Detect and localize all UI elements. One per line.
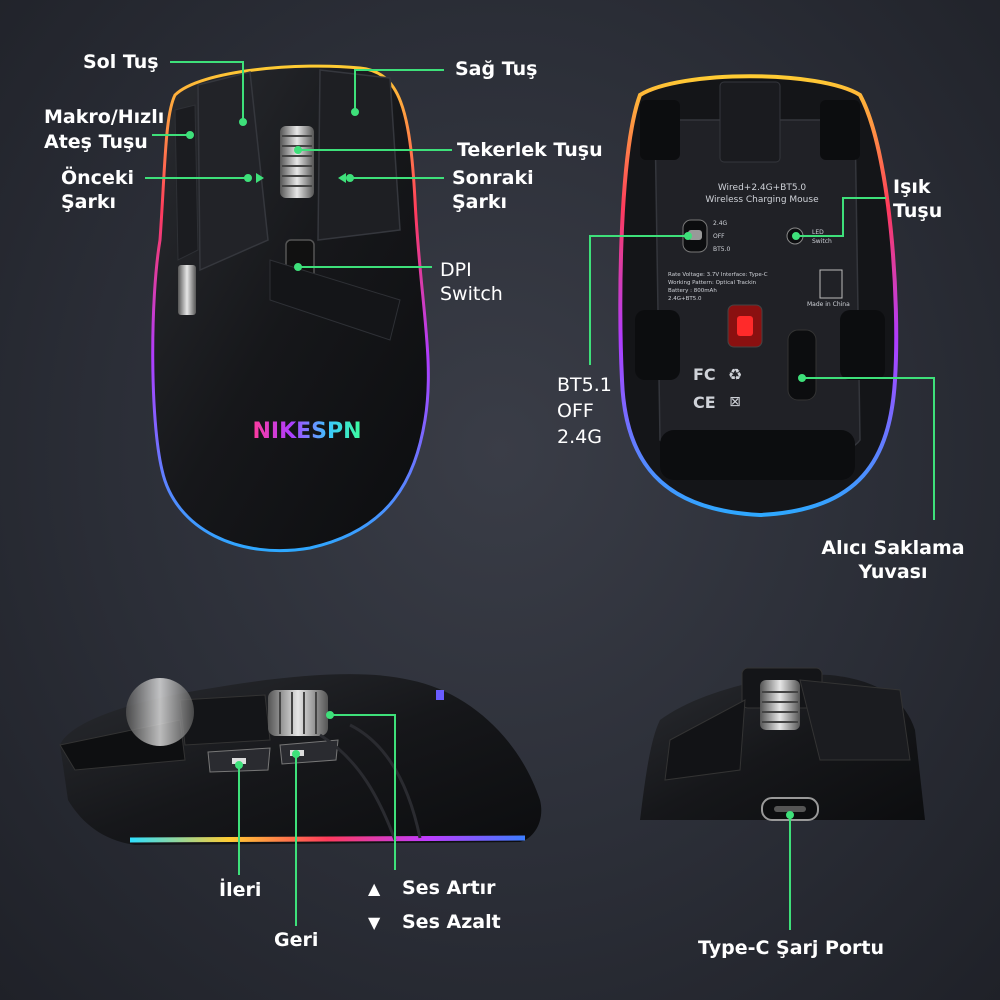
- label-macro-line2: Ateş Tuşu: [44, 131, 148, 153]
- label-right-button: Sağ Tuş: [455, 58, 538, 80]
- label-next-line2: Şarkı: [452, 191, 508, 213]
- mouse-side-view: [59, 674, 542, 845]
- label-mode-line3: 2.4G: [557, 426, 602, 448]
- callout-arrows: [256, 173, 346, 183]
- plate-text-bp2: Wireless Charging Mouse: [705, 195, 819, 205]
- prev-arrow-icon: [256, 173, 264, 183]
- plate-text-bp4: OFF: [713, 233, 725, 240]
- label-volume-down: Ses Azalt: [402, 911, 501, 933]
- plate-text-bp8: Rate Voltage: 3.7V Interface: Type-C: [668, 272, 768, 278]
- label-back: Geri: [274, 929, 319, 951]
- volume-down-icon: ▼: [368, 913, 381, 932]
- plate-text-bp6: LED: [812, 229, 824, 236]
- mouse-bottom-view: Wired+2.4G+BT5.0 Wireless Charging Mouse…: [618, 74, 899, 518]
- scroll-wheel: [280, 126, 314, 198]
- label-scroll-wheel: Tekerlek Tuşu: [457, 139, 603, 161]
- receiver-slot: [787, 329, 817, 401]
- plate-text-bp7: Switch: [812, 238, 832, 245]
- weee-bin-icon: ⊠: [729, 394, 741, 410]
- label-prev-line1: Önceki: [61, 167, 134, 189]
- plate-text-bp11: 2.4G+BT5.0: [668, 296, 702, 302]
- volume-up-icon: ▲: [368, 879, 381, 898]
- label-mode-line1: BT5.1: [557, 374, 612, 396]
- callout-lines: [145, 61, 935, 930]
- label-receiver-line1: Alıcı Saklama: [821, 537, 965, 559]
- side-scroll-wheel: [268, 690, 328, 736]
- label-prev-line2: Şarkı: [61, 191, 117, 213]
- label-dpi-line1: DPI: [440, 259, 472, 281]
- label-volume-up: Ses Artır: [402, 877, 496, 899]
- mouse-top-view: NIKESPN: [151, 64, 430, 553]
- label-macro-line1: Makro/Hızlı: [44, 106, 165, 128]
- label-left-button: Sol Tuş: [83, 51, 159, 73]
- next-arrow-icon: [338, 173, 346, 183]
- label-typec-port: Type-C Şarj Portu: [698, 937, 884, 959]
- brand-logo: NIKESPN: [252, 419, 361, 444]
- label-light-line2: Tuşu: [893, 200, 943, 222]
- label-mode-line2: OFF: [557, 400, 594, 422]
- label-forward: İleri: [219, 879, 262, 901]
- plate-text-bp12: Made in China: [807, 301, 850, 308]
- plate-text-bp3: 2.4G: [713, 220, 728, 227]
- mouse-rear-view: [640, 667, 930, 823]
- label-light-line1: Işık: [893, 176, 931, 198]
- plate-text-bp10: Battery : 800mAh: [668, 288, 717, 294]
- label-receiver-line2: Yuvası: [858, 561, 928, 583]
- plate-text-bp1: Wired+2.4G+BT5.0: [718, 183, 807, 193]
- recycle-icon: ♻: [728, 365, 742, 384]
- back-button: [279, 739, 339, 765]
- plate-text-bp14: CE: [693, 393, 716, 412]
- weee-mark-icon: [819, 269, 843, 299]
- plate-text-bp13: FC: [693, 365, 716, 384]
- plate-text-bp5: BT5.0: [713, 246, 731, 253]
- label-dpi-line2: Switch: [440, 283, 503, 305]
- label-next-line1: Sonraki: [452, 167, 534, 189]
- plate-text-bp9: Working Pattern: Optical Trackin: [668, 280, 757, 286]
